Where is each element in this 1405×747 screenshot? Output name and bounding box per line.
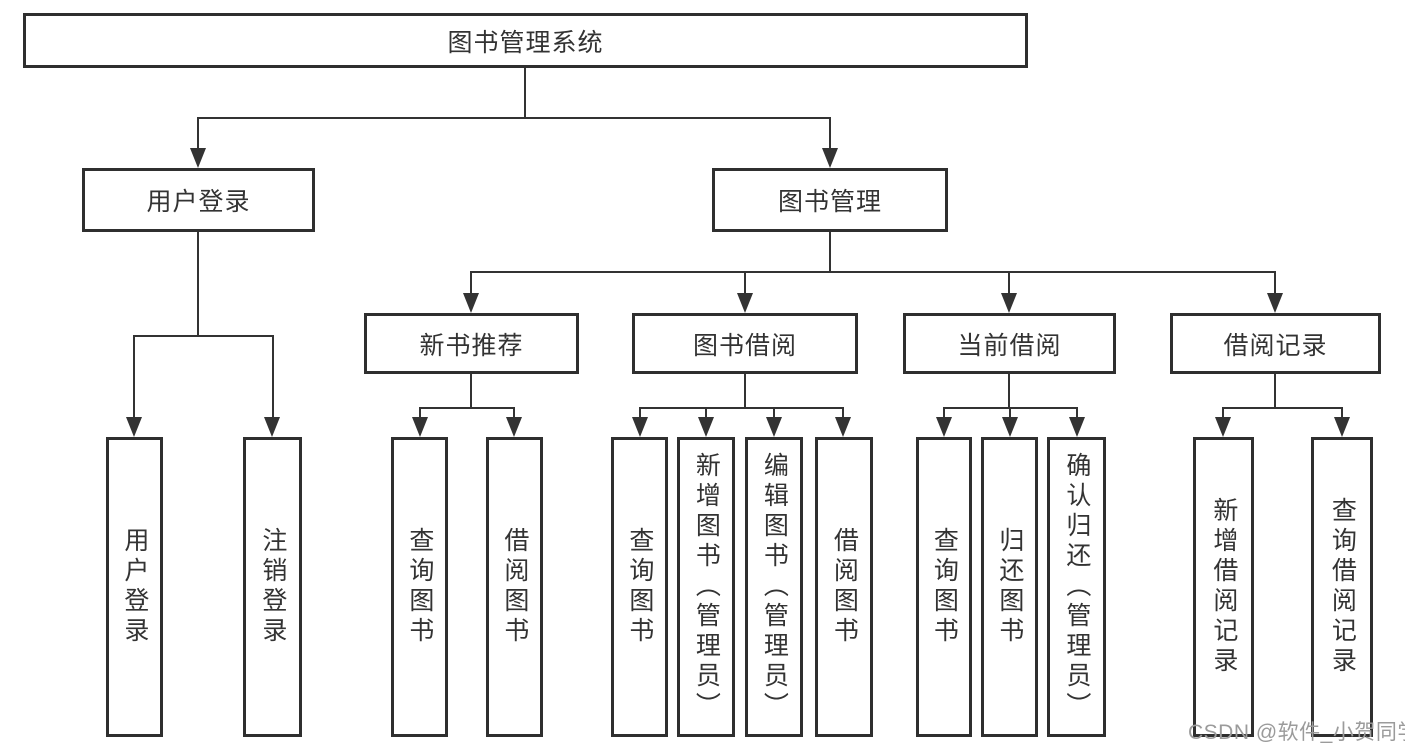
leaf-borrow-borrow-book: 借阅图书 [815, 437, 873, 737]
arrowhead-leaf-user-login [126, 417, 142, 437]
leaf-logout-label: 注销登录 [258, 527, 287, 647]
leaf-current-confirm-return-admin: 确认归还（管理员） [1047, 437, 1106, 737]
connector-to-recommend-borrow [513, 407, 515, 419]
connector-to-bb-query [639, 407, 641, 419]
connector-current-stem [1008, 374, 1010, 408]
connector-to-bb-borrow [842, 407, 844, 419]
leaf-borrow-add-book-admin-label: 新增图书（管理员） [692, 452, 721, 722]
arrowhead-book-management [822, 148, 838, 168]
connector-book-management-rail [470, 271, 1276, 273]
leaf-recommend-query-book-label: 查询图书 [405, 527, 434, 647]
connector-user-login-stem [197, 232, 199, 337]
node-book-management: 图书管理 [712, 168, 948, 232]
arrowhead-cb-confirm [1069, 417, 1085, 437]
connector-to-new-book-recommend [470, 271, 472, 295]
connector-record-rail [1222, 407, 1342, 409]
connector-to-cb-return [1009, 407, 1011, 419]
leaf-borrow-add-book-admin: 新增图书（管理员） [677, 437, 735, 737]
arrowhead-cb-query [936, 417, 952, 437]
leaf-recommend-borrow-book: 借阅图书 [486, 437, 543, 737]
leaf-borrow-query-book-label: 查询图书 [625, 527, 654, 647]
connector-root-stem [524, 68, 526, 118]
connector-book-borrow-rail [639, 407, 844, 409]
node-book-borrow: 图书借阅 [632, 313, 858, 374]
connector-to-leaf-logout [272, 335, 274, 419]
leaf-borrow-borrow-book-label: 借阅图书 [830, 527, 859, 647]
leaf-record-query-borrow-record-label: 查询借阅记录 [1328, 497, 1357, 677]
connector-to-cb-query [943, 407, 945, 419]
connector-to-br-query [1341, 407, 1343, 419]
connector-to-borrow-record [1274, 271, 1276, 295]
leaf-record-add-borrow-record: 新增借阅记录 [1193, 437, 1254, 737]
connector-user-login-rail [133, 335, 274, 337]
arrowhead-bb-edit [766, 417, 782, 437]
leaf-current-return-book: 归还图书 [981, 437, 1038, 737]
node-user-login: 用户登录 [82, 168, 315, 232]
node-borrow-record: 借阅记录 [1170, 313, 1381, 374]
arrowhead-new-book-recommend [463, 293, 479, 313]
arrowhead-borrow-record [1267, 293, 1283, 313]
connector-book-borrow-stem [744, 374, 746, 408]
node-root-library-management-system: 图书管理系统 [23, 13, 1028, 68]
leaf-recommend-borrow-book-label: 借阅图书 [500, 527, 529, 647]
leaf-current-return-book-label: 归还图书 [995, 527, 1024, 647]
connector-recommend-stem [470, 374, 472, 408]
connector-to-leaf-user-login [133, 335, 135, 419]
leaf-borrow-query-book: 查询图书 [611, 437, 668, 737]
connector-recommend-rail [419, 407, 515, 409]
connector-root-rail [197, 117, 830, 119]
leaf-record-add-borrow-record-label: 新增借阅记录 [1209, 497, 1238, 677]
connector-to-br-add [1222, 407, 1224, 419]
leaf-recommend-query-book: 查询图书 [391, 437, 448, 737]
leaf-logout: 注销登录 [243, 437, 302, 737]
arrowhead-cb-return [1002, 417, 1018, 437]
connector-record-stem [1274, 374, 1276, 408]
arrowhead-leaf-logout [264, 417, 280, 437]
watermark: CSDN @软件_小贺同学 [1188, 721, 1405, 744]
arrowhead-bb-add [698, 417, 714, 437]
connector-to-bb-add [705, 407, 707, 419]
connector-to-recommend-query [419, 407, 421, 419]
connector-root-to-user-login [197, 117, 199, 150]
arrowhead-br-query [1334, 417, 1350, 437]
leaf-borrow-edit-book-admin: 编辑图书（管理员） [745, 437, 803, 737]
leaf-current-query-book-label: 查询图书 [930, 527, 959, 647]
arrowhead-book-borrow [737, 293, 753, 313]
leaf-user-login: 用户登录 [106, 437, 163, 737]
connector-to-cb-confirm [1076, 407, 1078, 419]
connector-root-to-book-management [829, 117, 831, 150]
connector-to-bb-edit [773, 407, 775, 419]
arrowhead-br-add [1215, 417, 1231, 437]
leaf-current-confirm-return-admin-label: 确认归还（管理员） [1062, 452, 1091, 722]
node-current-borrow: 当前借阅 [903, 313, 1116, 374]
leaf-record-query-borrow-record: 查询借阅记录 [1311, 437, 1373, 737]
node-new-book-recommend: 新书推荐 [364, 313, 579, 374]
connector-book-management-stem [829, 232, 831, 273]
leaf-current-query-book: 查询图书 [916, 437, 972, 737]
connector-to-current-borrow [1008, 271, 1010, 295]
arrowhead-current-borrow [1001, 293, 1017, 313]
leaf-user-login-label: 用户登录 [120, 527, 149, 647]
leaf-borrow-edit-book-admin-label: 编辑图书（管理员） [760, 452, 789, 722]
connector-to-book-borrow [744, 271, 746, 295]
arrowhead-recommend-query [412, 417, 428, 437]
arrowhead-user-login [190, 148, 206, 168]
arrowhead-bb-borrow [835, 417, 851, 437]
arrowhead-bb-query [632, 417, 648, 437]
arrowhead-recommend-borrow [506, 417, 522, 437]
